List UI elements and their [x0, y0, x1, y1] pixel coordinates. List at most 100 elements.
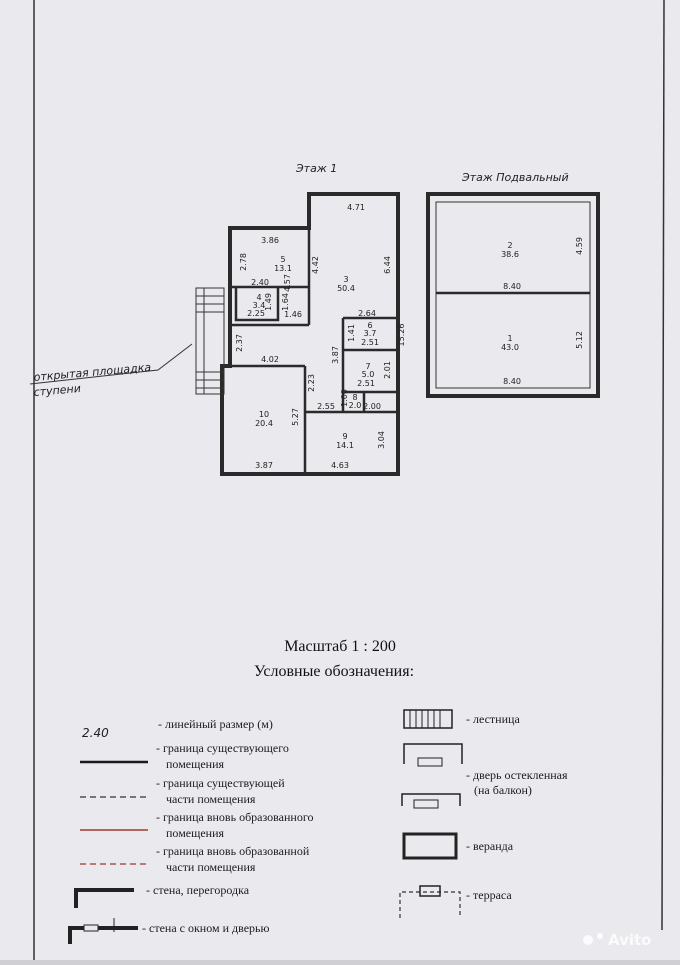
floor1-plan: открытая площадка ступени 5 13.1 3 50.4 …	[29, 192, 406, 476]
callout-label-steps: ступени	[33, 382, 81, 399]
scale-label: Масштаб 1 : 200	[284, 638, 396, 655]
dimension: 5.12	[575, 331, 584, 349]
open-platform	[195, 287, 225, 395]
legend-wall-window-door: - стена с окном и дверью	[142, 921, 270, 935]
dimension: 1.64	[281, 293, 290, 311]
dimension: 2.00	[363, 402, 381, 411]
basement-inner-wall	[435, 201, 591, 389]
legend-glazed-door-symbol	[403, 743, 463, 764]
room-number: 10	[259, 410, 269, 419]
legend-new-part-2: части помещения	[166, 860, 256, 874]
stair-treads	[409, 710, 441, 728]
legend-glazed-door-2: (на балкон)	[474, 783, 532, 797]
room-number: 3	[343, 275, 348, 284]
dimension: 2.55	[317, 402, 335, 411]
watermark-dot	[597, 933, 603, 939]
room-number: 5	[280, 255, 285, 264]
dimension: 4.59	[575, 237, 584, 255]
room-area: 38.6	[501, 250, 519, 259]
dimension: 1.00	[340, 389, 349, 407]
dimension: 8.40	[503, 377, 521, 386]
dimension: 8.40	[503, 282, 521, 291]
room-area: 13.1	[274, 264, 292, 273]
legend-existing-part: - граница существующей	[156, 776, 285, 790]
watermark-text: Avito	[608, 931, 651, 949]
dimension: 1.49	[264, 293, 273, 311]
dimension: 15.26	[397, 324, 406, 347]
dimension: 2.01	[383, 361, 392, 379]
legend-right: - лестница - дверь остекленная (на балко…	[399, 709, 568, 918]
room-area: 3.7	[364, 329, 377, 338]
dimension: 3.04	[377, 431, 386, 449]
dimension: 6.44	[383, 256, 392, 274]
legend-new-room-2: помещения	[166, 826, 225, 840]
room-area: 20.4	[255, 419, 273, 428]
dimension: 1.46	[284, 310, 302, 319]
legend-existing-room: - граница существующего	[156, 741, 289, 755]
legend-glazed-door-mark	[417, 757, 443, 767]
dimension: 3.87	[255, 461, 273, 470]
room-area: 3.4	[253, 301, 266, 310]
room-number: 1	[507, 334, 512, 343]
dimension: 2.25	[247, 309, 265, 318]
dimension: 4.71	[347, 203, 365, 212]
dimension: 2.78	[239, 253, 248, 271]
dimension: 2.51	[361, 338, 379, 347]
basement-plan: 2 38.6 1 43.0 4.59 8.40 5.12 8.40	[426, 192, 600, 398]
watermark-dot	[583, 935, 593, 945]
legend-left: 2.40 - линейный размер (м) - граница сущ…	[68, 717, 313, 944]
room-number: 7	[365, 362, 370, 371]
dimension: 4.63	[331, 461, 349, 470]
dimension: 1.41	[347, 324, 356, 342]
legend-linear-dimension: - линейный размер (м)	[158, 717, 273, 731]
legend-terrace: - терраса	[466, 888, 512, 902]
legend-sample-value: 2.40	[82, 726, 109, 740]
legend-terrace-mark	[419, 885, 441, 897]
floor1-label: Этаж 1	[295, 162, 337, 175]
room-area: 14.1	[336, 441, 354, 450]
legend-terrace-symbol	[399, 891, 461, 918]
floor1-outer-wall	[220, 192, 400, 476]
steps	[196, 288, 224, 394]
room-number: 6	[367, 321, 372, 330]
room-number: 2	[507, 241, 512, 250]
floor1-room-labels: 5 13.1 3 50.4 4 3.4 6 3.7 7 5.0 8 2.0 10…	[253, 255, 377, 450]
dimension: 3.86	[261, 236, 279, 245]
dimension: 4.02	[261, 355, 279, 364]
legend-window-mark	[83, 924, 99, 932]
legend-title: Условные обозначения:	[254, 663, 414, 680]
dimension: 4.42	[311, 256, 320, 274]
basement-label: Этаж Подвальный	[461, 171, 569, 184]
floor1-dimensions: 4.71 3.86 2.78 4.57 4.42 6.44 2.40 1.49 …	[235, 203, 406, 470]
room-area: 2.0	[349, 401, 362, 410]
room-number: 8	[352, 393, 357, 402]
dimension: 3.87	[331, 346, 340, 364]
legend-existing-room-2: помещения	[166, 757, 225, 771]
dimension: 2.64	[358, 309, 376, 318]
room-number: 4	[256, 293, 261, 302]
basement-dimensions: 4.59 8.40 5.12 8.40	[503, 237, 584, 386]
legend-glazed-door-symbol-2	[401, 793, 461, 806]
legend-veranda-symbol	[402, 832, 458, 860]
basement-outer-wall	[426, 192, 600, 398]
legend-new-room: - граница вновь образованного	[156, 810, 313, 824]
dimension: 5.27	[291, 408, 300, 426]
legend-glazed-door-mark-2	[413, 799, 439, 809]
wall-room4	[234, 287, 280, 322]
legend-wall-window-symbol	[68, 926, 138, 944]
avito-watermark: Avito	[583, 931, 651, 949]
dimension: 2.51	[357, 379, 375, 388]
dimension: 2.37	[235, 334, 244, 352]
room-area: 50.4	[337, 284, 355, 293]
callout-leader	[29, 343, 193, 385]
legend-new-part: - граница вновь образованной	[156, 844, 310, 858]
legend-wall-symbol	[74, 888, 134, 908]
legend-glazed-door: - дверь остекленная	[466, 768, 568, 782]
sheet-border-right	[661, 0, 665, 931]
callout-label-platform: открытая площадка	[33, 361, 152, 384]
dimension: 4.57	[283, 274, 292, 292]
wall-rooms678	[341, 316, 398, 412]
legend-veranda: - веранда	[466, 839, 514, 853]
